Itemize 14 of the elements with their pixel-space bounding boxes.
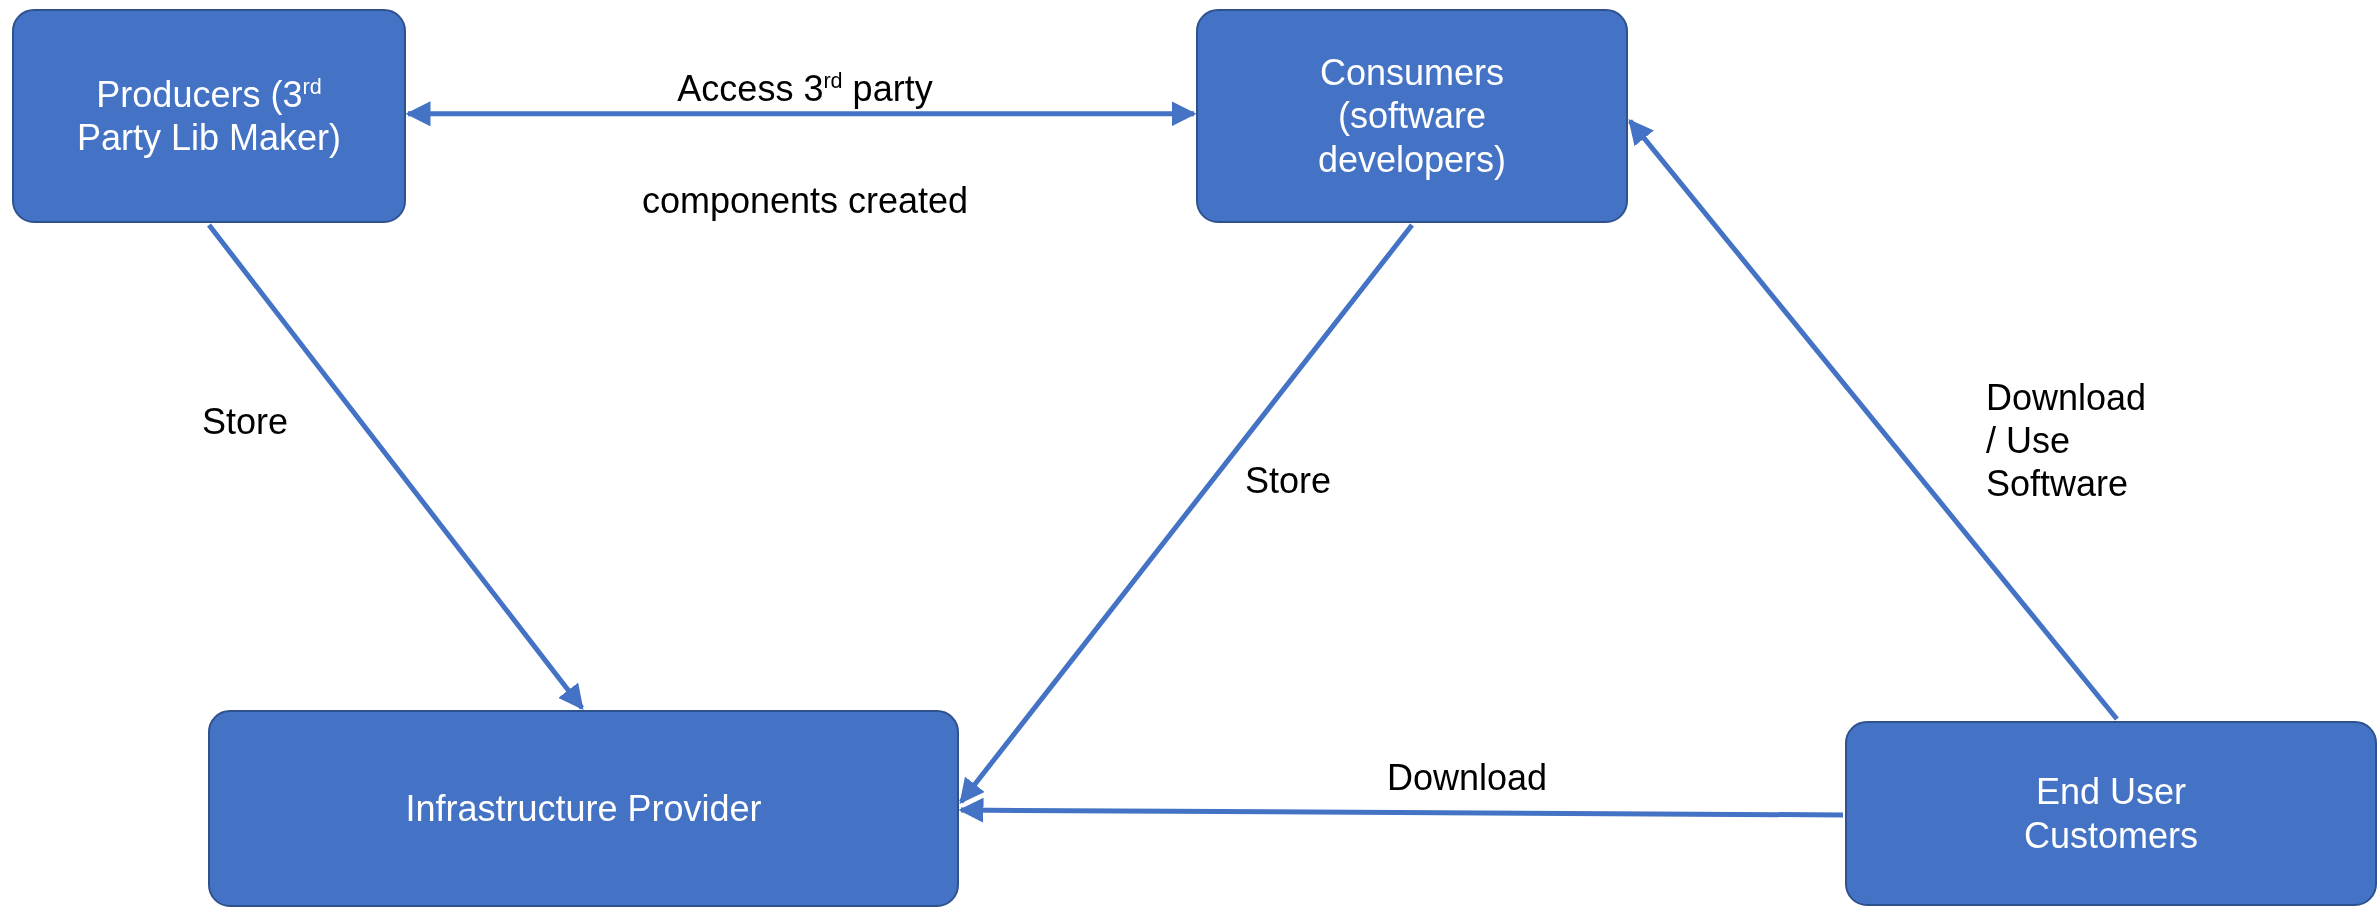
process-box [1196,9,1628,223]
node-label: Producers (3$^{rd}$ Party Lib Maker) [75,72,343,160]
arrow [958,797,1843,823]
node-label: Consumers (software developers) [1316,51,1508,181]
node-label: Infrastructure Provider [404,786,763,831]
arrow [1628,119,2119,721]
arrow [959,223,1414,804]
arrow [207,223,584,710]
arrow [405,101,1197,127]
process-box [1845,721,2377,906]
process-box [208,710,959,907]
node-label: End User Customers [2022,770,2199,857]
process-box [12,9,406,223]
edge-label: Access 3$^{rd}$ party components created [640,67,970,223]
